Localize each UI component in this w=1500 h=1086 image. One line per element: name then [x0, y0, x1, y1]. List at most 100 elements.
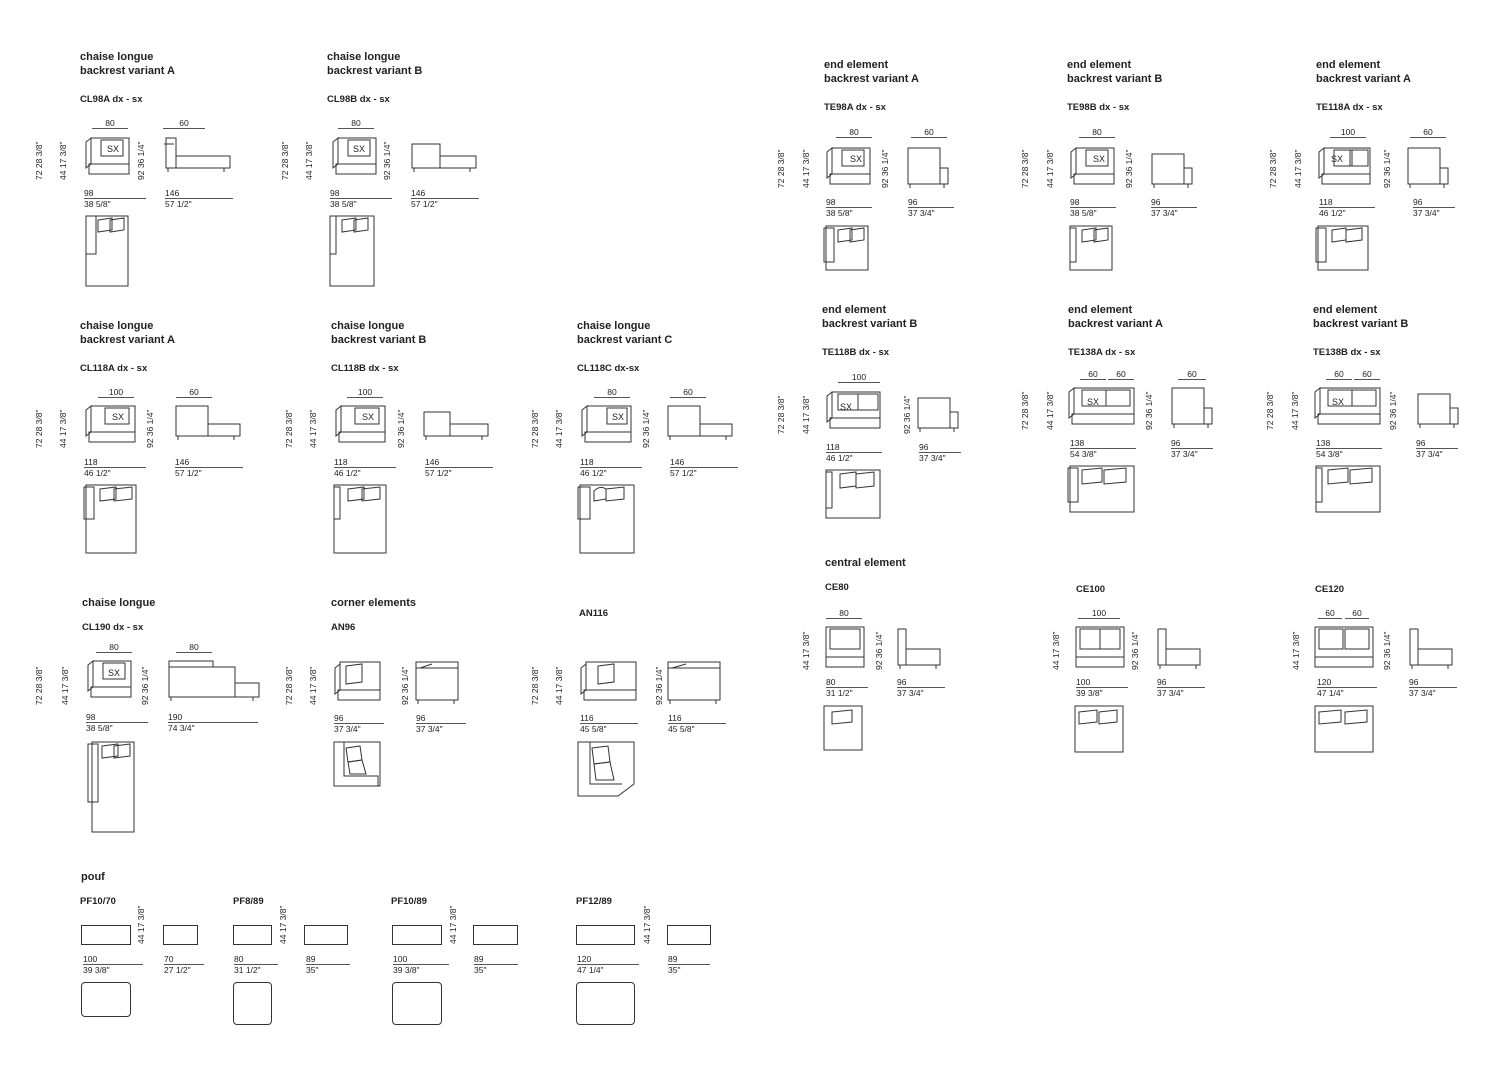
side-view-drawing: [411, 143, 477, 172]
dim-front-width: 60: [1326, 369, 1352, 380]
dim-depth: 96: [919, 442, 961, 453]
dim-front-width: 60: [1318, 608, 1342, 619]
dim-height-72: 72 28 3/8": [284, 409, 294, 449]
sx-label: SX: [1093, 154, 1106, 164]
dim-front-width: 100: [1330, 127, 1366, 138]
dim-depth-inch: 37 3/4": [1413, 208, 1440, 218]
pouf-front-view: [392, 925, 442, 945]
module-title: corner elements: [331, 597, 416, 609]
dim-height-72: 72 28 3/8": [1265, 391, 1275, 431]
dim-depth-inch: 57 1/2": [165, 199, 192, 209]
pouf-section: pouf: [81, 870, 105, 884]
dim-front-width: 60: [1080, 369, 1106, 380]
dim-height-92: 92 36 1/4": [396, 409, 406, 449]
dim-width: 98: [330, 188, 392, 199]
pouf-width-inch: 39 3/8": [393, 965, 420, 975]
top-view-drawing: [87, 741, 135, 833]
dim-height-44: 44 17 3/8": [308, 666, 318, 706]
side-view-drawing: [1171, 387, 1213, 428]
side-view-drawing: [168, 660, 260, 701]
dim-height-92: 92 36 1/4": [641, 409, 651, 449]
dim-depth: 146: [165, 188, 233, 199]
module-title: end element: [1068, 304, 1133, 316]
dim-width: 118: [826, 442, 882, 453]
module-ce80: central element CE80: [825, 556, 906, 593]
dim-height-92: 92 36 1/4": [654, 666, 664, 706]
dim-width-inch: 46 1/2": [826, 453, 853, 463]
top-view-drawing: [823, 705, 863, 751]
dim-height-72: 72 28 3/8": [1020, 149, 1030, 189]
top-view-drawing: [329, 215, 375, 287]
dim-depth-inch: 37 3/4": [1171, 449, 1198, 459]
pouf-top-view: [576, 982, 635, 1025]
side-view-drawing: [1417, 393, 1459, 428]
module-code: AN116: [579, 608, 609, 619]
dim-depth-inch: 57 1/2": [175, 468, 202, 478]
pouf-top-view: [81, 982, 131, 1017]
module-te118b: end element backrest variant B TE118B dx…: [822, 303, 917, 358]
module-code: TE138B dx - sx: [1313, 347, 1381, 358]
module-cl190: chaise longue CL190 dx - sx: [82, 596, 155, 633]
dim-front-width-2: 60: [1345, 608, 1369, 619]
dim-width-inch: 46 1/2": [84, 468, 111, 478]
dim-height-92: 92 36 1/4": [880, 149, 890, 189]
top-view-drawing: [1315, 225, 1369, 271]
side-view-drawing: [1151, 153, 1193, 188]
module-ce120: CE120: [1315, 584, 1344, 595]
front-view-drawing: [580, 661, 637, 701]
module-code: CE120: [1315, 584, 1345, 595]
pouf-top-view: [233, 982, 272, 1025]
dim-height-72: 72 28 3/8": [284, 666, 294, 706]
module-subtitle: backrest variant A: [1068, 318, 1163, 330]
pouf-width-inch: 39 3/8": [83, 965, 110, 975]
dim-height-72: 72 28 3/8": [1020, 391, 1030, 431]
pouf-title: pouf: [81, 871, 105, 883]
dim-depth-inch: 37 3/4": [416, 724, 443, 734]
dim-width-inch: 38 5/8": [1070, 208, 1097, 218]
dim-depth-inch: 37 3/4": [897, 688, 924, 698]
side-view-drawing: [164, 137, 231, 172]
dim-depth-inch: 57 1/2": [411, 199, 438, 209]
module-an116: AN116: [579, 596, 608, 619]
dim-height-92: 92 36 1/4": [1382, 631, 1392, 671]
module-subtitle: backrest variant B: [1067, 73, 1163, 85]
pouf-depth: 89: [474, 954, 518, 965]
pouf-side-view: [304, 925, 348, 945]
pouf-depth: 89: [668, 954, 710, 965]
dim-depth: 146: [670, 457, 738, 468]
pouf-side-view: [667, 925, 711, 945]
side-view-drawing: [667, 661, 721, 704]
top-view-drawing: [1314, 705, 1374, 753]
pouf-top-view: [392, 982, 442, 1025]
top-view-drawing: [85, 215, 129, 287]
module-code: AN96: [331, 622, 356, 633]
front-view-drawing: [826, 146, 871, 185]
module-title: end element: [1067, 59, 1132, 71]
module-subtitle: backrest variant B: [327, 65, 423, 77]
dim-height-92: 92 36 1/4": [140, 666, 150, 706]
side-view-drawing: [1409, 628, 1453, 669]
module-te138b: end element backrest variant B TE138B dx…: [1313, 303, 1408, 358]
module-code: CE80: [825, 582, 849, 593]
dim-height-44: 44 17 3/8": [554, 409, 564, 449]
dim-depth: 96: [1409, 677, 1457, 688]
dim-depth: 116: [668, 713, 726, 724]
side-view-drawing: [907, 147, 949, 188]
dim-height-92: 92 36 1/4": [874, 631, 884, 671]
module-title: end element: [1316, 59, 1381, 71]
module-cl98a: chaise longue backrest variant A CL98A d…: [80, 50, 175, 105]
dim-depth: 190: [168, 712, 258, 723]
module-subtitle: backrest variant A: [80, 334, 175, 346]
dim-depth-inch: 37 3/4": [908, 208, 935, 218]
dim-depth: 96: [1416, 438, 1458, 449]
pouf-depth: 89: [306, 954, 350, 965]
sx-label: SX: [612, 412, 625, 422]
module-code: TE118A dx - sx: [1316, 102, 1383, 113]
dim-depth: 146: [175, 457, 243, 468]
dim-front-width: 100: [98, 387, 134, 398]
top-view-drawing: [1315, 465, 1381, 513]
side-view-drawing: [415, 661, 459, 704]
dim-depth-inch: 45 5/8": [668, 724, 695, 734]
side-view-drawing: [1157, 628, 1201, 669]
dim-front-width: 100: [347, 387, 383, 398]
